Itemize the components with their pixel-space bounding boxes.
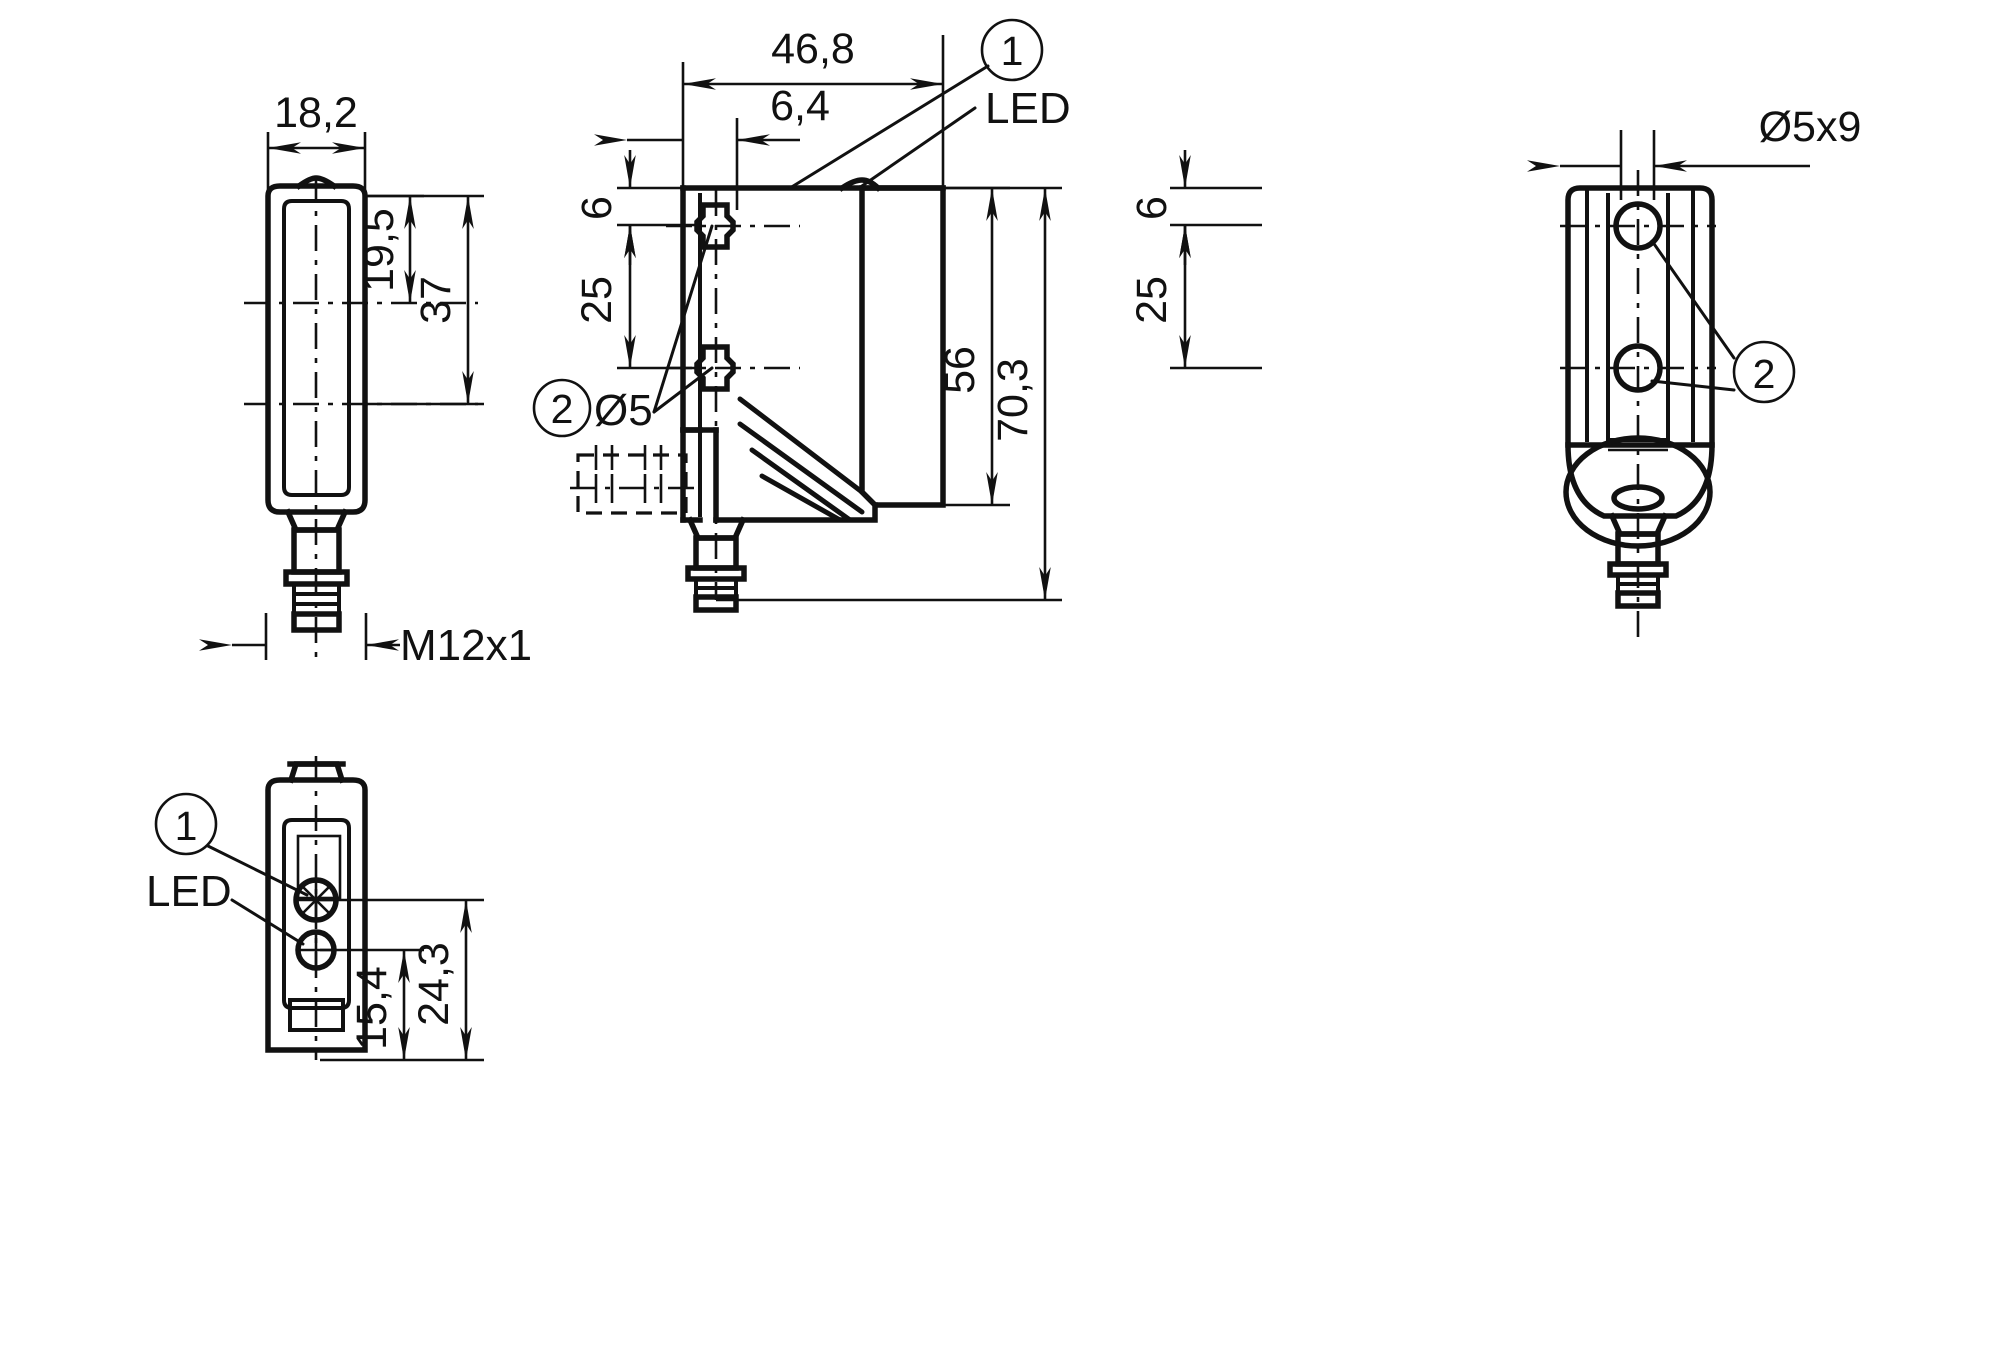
rear-6-dimension: 6	[1128, 150, 1262, 265]
side-mounting-hole-lower	[666, 344, 800, 392]
side-25-dimension: 25	[573, 225, 700, 370]
dim-side-46-8: 46,8	[771, 25, 855, 73]
front-thread-dimension: M12x1	[199, 613, 532, 670]
rear-housing-outline	[1565, 185, 1715, 519]
side-body-fins	[737, 396, 865, 523]
rear-slot-dimension: Ø5x9	[1527, 103, 1862, 200]
balloon-1-label: 1	[1001, 28, 1024, 74]
rear-view: 6 25 Ø5x9	[1128, 103, 1861, 640]
dim-side-70-3: 70,3	[989, 358, 1037, 442]
detail-balloon-1: 1	[154, 792, 309, 897]
dim-front-37: 37	[412, 276, 460, 324]
front-view: 18,2 19,5	[199, 89, 532, 670]
rear-connector	[1607, 512, 1669, 609]
balloon-2-label: 2	[551, 386, 574, 432]
side-connector	[685, 516, 747, 613]
dim-side-6-4: 6,4	[770, 82, 830, 130]
detail-24-3-dimension: 24,3	[320, 898, 484, 1062]
dim-rear-slot: Ø5x9	[1759, 103, 1862, 151]
detail-led-label: LED	[146, 867, 232, 916]
side-led-label-group: LED	[860, 84, 1071, 188]
front-width-dimension: 18,2	[268, 89, 365, 154]
rear-balloon-2: 2	[1650, 239, 1796, 404]
rear-balloon-2-label: 2	[1753, 351, 1776, 397]
side-46-8-dimension: 46,8	[683, 25, 943, 90]
side-hole-diameter-leader: Ø5	[594, 224, 714, 435]
side-balloon-1: 1	[788, 18, 1044, 190]
dim-detail-15-4: 15,4	[348, 966, 396, 1050]
side-70-3-dimension: 70,3	[716, 186, 1062, 602]
dim-front-thread: M12x1	[400, 621, 532, 670]
side-bracket	[680, 185, 946, 523]
detail-led-label-group: LED	[146, 867, 305, 946]
dim-side-25: 25	[573, 276, 621, 324]
side-optics-bump	[838, 177, 882, 192]
side-sensor-body	[680, 185, 946, 523]
side-6-4-dimension: 6,4	[594, 82, 830, 146]
dim-rear-25: 25	[1128, 276, 1176, 324]
detail-balloon-1-label: 1	[175, 803, 198, 849]
side-hidden-detail	[570, 445, 700, 515]
side-56-dimension: 56	[936, 186, 1010, 507]
rear-25-dimension: 25	[1128, 225, 1262, 370]
front-37-dimension: 37	[365, 194, 484, 406]
dim-front-width: 18,2	[274, 89, 358, 137]
side-led-label: LED	[985, 84, 1071, 133]
detail-view: 1 LED 15,4 24,3	[146, 756, 484, 1062]
dim-side-56: 56	[936, 346, 984, 394]
detail-15-4-dimension: 15,4	[320, 948, 424, 1060]
dim-front-19-5: 19,5	[355, 208, 403, 292]
dim-rear-6: 6	[1128, 196, 1176, 220]
rear-mounting-hole-upper	[1560, 201, 1716, 251]
side-mounting-hole-upper	[666, 202, 800, 250]
dim-side-hole-diameter: Ø5	[594, 386, 653, 435]
side-balloon-2: 2	[532, 378, 592, 438]
side-view: 46,8 6,4 6 25	[532, 18, 1071, 613]
dim-side-6: 6	[573, 196, 621, 220]
dim-detail-24-3: 24,3	[410, 942, 458, 1026]
